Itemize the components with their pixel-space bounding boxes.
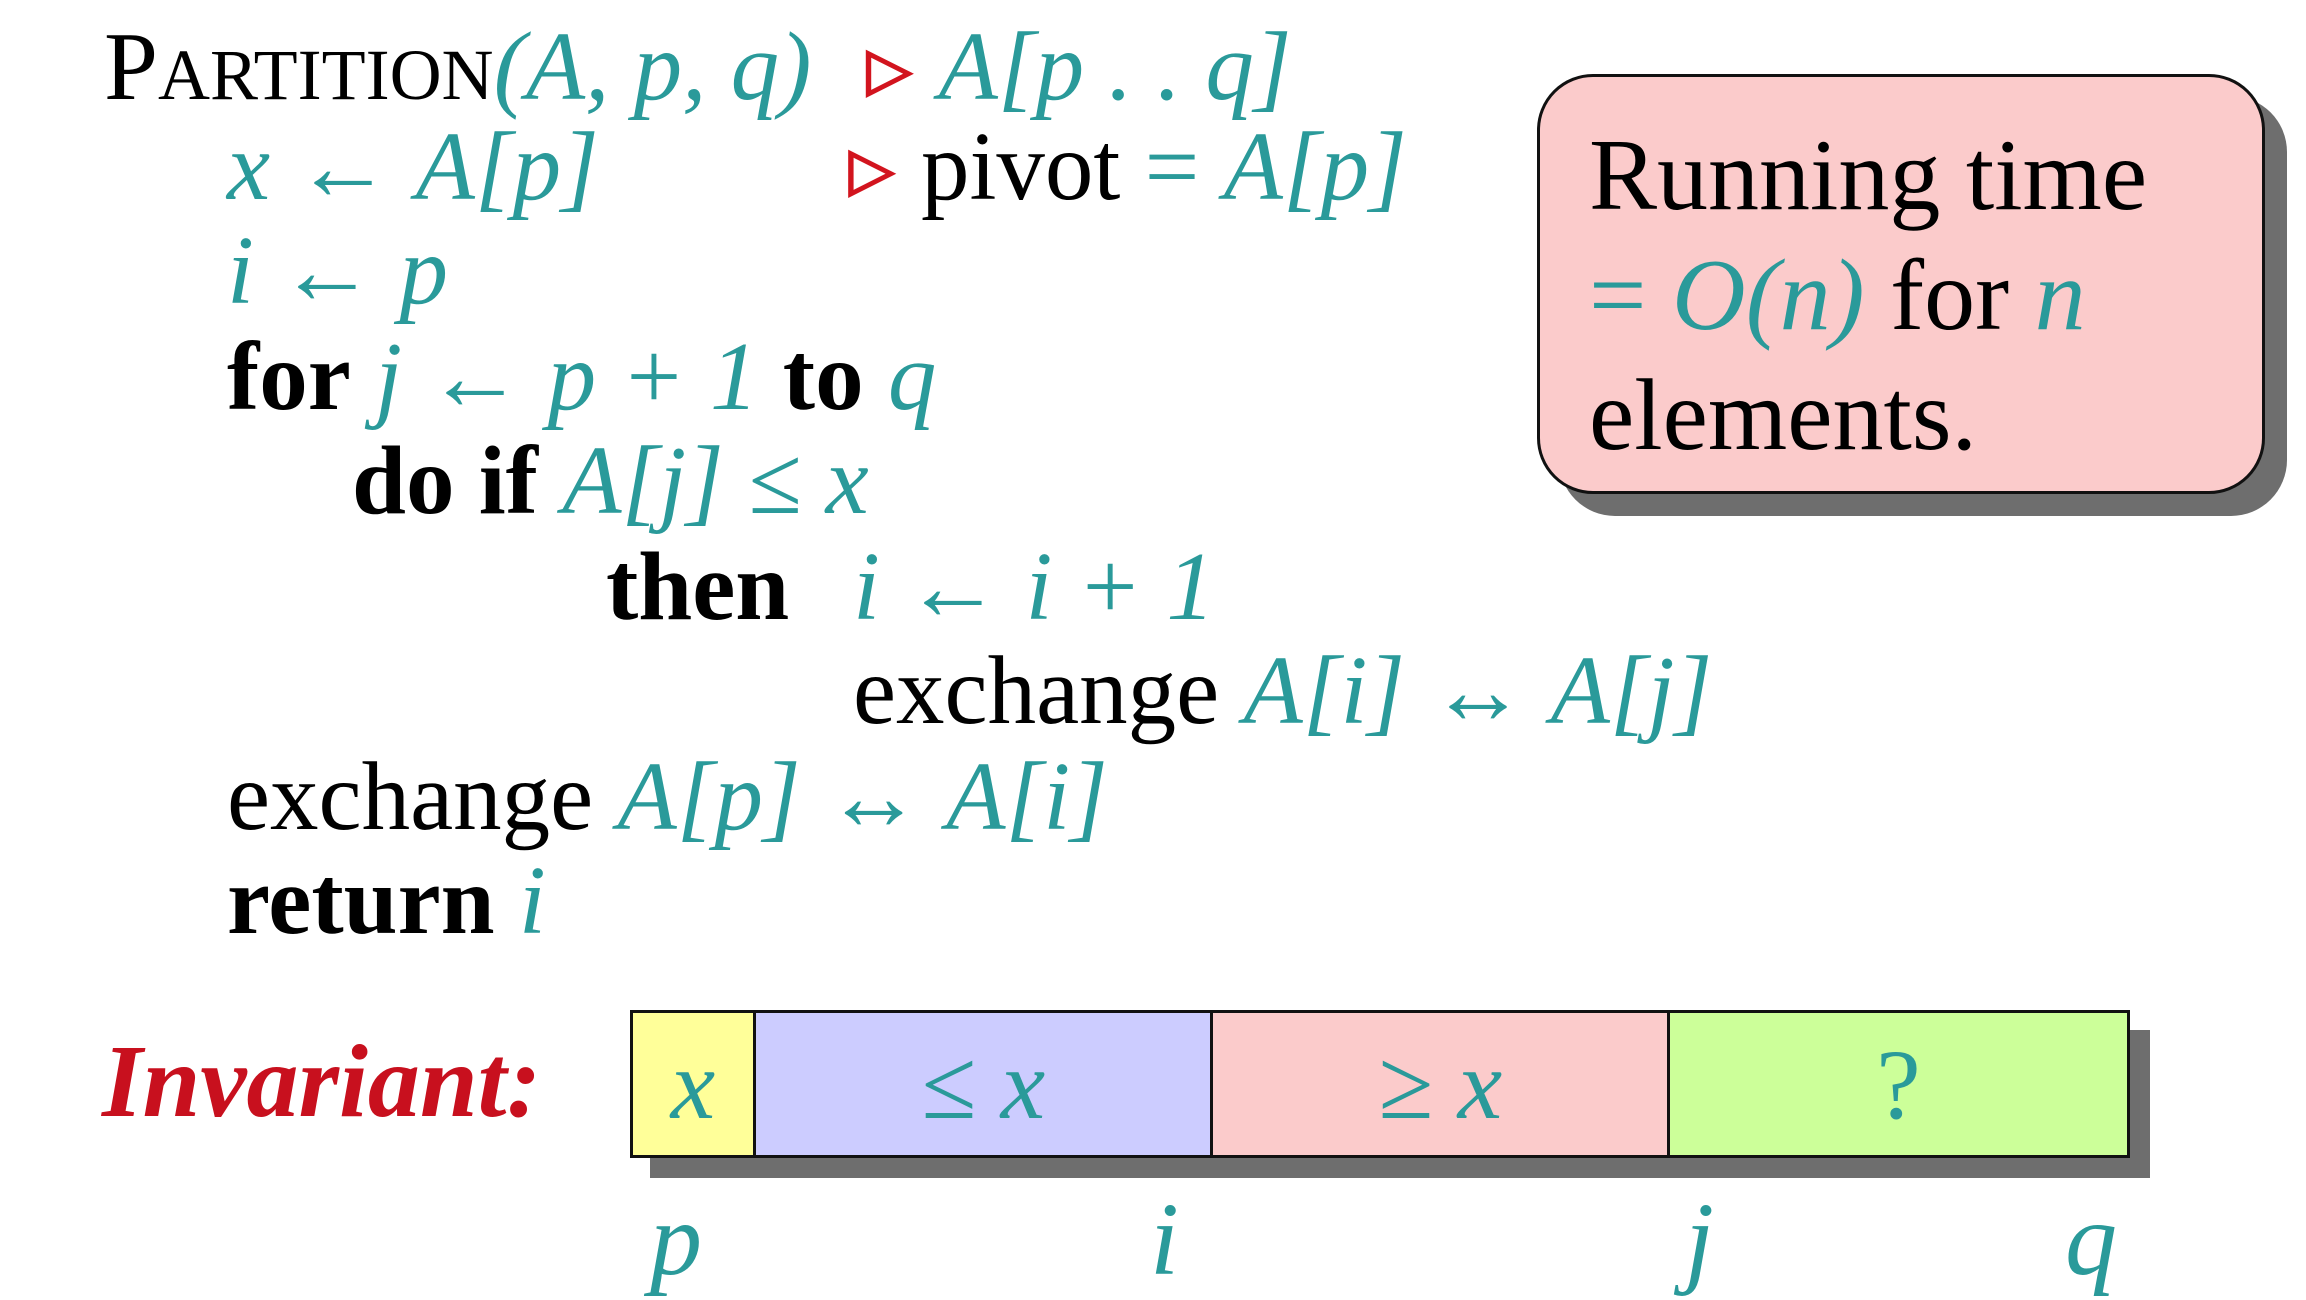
code-line-return: return i <box>227 852 546 949</box>
index-j: j <box>1685 1182 1714 1297</box>
cell-unknown: ? <box>1667 1010 2130 1158</box>
running-time-callout: Running time = O(n) for n elements. <box>1537 74 2265 494</box>
code-line-increment: i ← i + 1 <box>853 538 1215 635</box>
code-line-exchange-inner: exchange A[i] ↔ A[j] <box>853 642 1712 739</box>
running-time-line3: elements. <box>1589 359 1978 472</box>
kw-do-if: do if <box>352 427 538 534</box>
code-line-then: then <box>606 538 789 635</box>
comment-marker-icon: ▹ <box>865 13 915 120</box>
cell-greater-equal: ≥ x <box>1210 1010 1670 1158</box>
var-i: i <box>518 847 546 954</box>
var-q: q <box>887 323 937 430</box>
swap-arrow-icon: ↔ <box>1429 637 1527 744</box>
exchange-word: exchange <box>227 743 594 850</box>
arrow-left-icon: ← <box>904 533 1002 640</box>
proc-name-initial: P <box>104 13 158 120</box>
comment-marker-icon: ▹ <box>848 113 897 220</box>
swap-arrow-icon: ↔ <box>824 743 922 850</box>
kw-then: then <box>606 533 790 640</box>
var-j: j <box>375 323 403 430</box>
running-time-line2: = O(n) for n <box>1589 245 2086 347</box>
header-comment: A[p . . q] <box>938 13 1292 120</box>
index-q: q <box>2065 1182 2117 1297</box>
rt-n: n <box>2034 239 2086 352</box>
pivot-comment: ▹ pivot = A[p] <box>848 118 1407 215</box>
partition-header: PARTITION(A, p, q) ▹ A[p . . q] <box>104 18 1292 115</box>
kw-for: for <box>227 323 351 430</box>
arrow-left-icon: ← <box>294 113 392 220</box>
proc-args: (A, p, q) <box>493 13 812 120</box>
var-i: i <box>227 217 254 324</box>
index-p: p <box>650 1182 702 1297</box>
arrow-left-icon: ← <box>278 217 376 324</box>
arrow-left-icon: ← <box>426 323 524 430</box>
cell-pivot: x <box>630 1010 756 1158</box>
kw-to: to <box>782 323 864 430</box>
kw-return: return <box>227 847 495 954</box>
code-line-for: for j ← p + 1 to q <box>227 328 936 425</box>
expr-a-i: A[i] <box>1243 637 1406 744</box>
rt-for: for <box>1864 239 2035 352</box>
index-i: i <box>1150 1182 1179 1297</box>
var-x: x <box>227 113 271 220</box>
code-line-if: do if A[j] ≤ x <box>352 432 869 529</box>
expr-a-j: A[j] <box>1550 637 1713 744</box>
if-condition: A[j] ≤ x <box>562 427 869 534</box>
var-i: i <box>853 533 880 640</box>
invariant-label: Invariant: <box>102 1024 542 1139</box>
running-time-line1: Running time <box>1589 119 2148 232</box>
code-line-exchange-final: exchange A[p] ↔ A[i] <box>227 748 1108 845</box>
rt-eq: = <box>1589 239 1673 352</box>
expr-a-p: A[p] <box>617 743 801 850</box>
exchange-word: exchange <box>853 637 1220 744</box>
rt-big-o: O(n) <box>1672 239 1865 352</box>
expr-a-p: A[p] <box>415 113 599 220</box>
expr-i-plus-1: i + 1 <box>1025 533 1215 640</box>
code-line-i: i ← p <box>227 222 448 319</box>
expr-p: p <box>399 217 448 324</box>
expr-p-plus-1: p + 1 <box>547 323 759 430</box>
pivot-word: pivot <box>920 113 1121 220</box>
pivot-expr: A[p] <box>1223 113 1407 220</box>
code-line-x: x ← A[p] <box>227 118 599 215</box>
cell-less-equal: ≤ x <box>753 1010 1213 1158</box>
expr-a-i: A[i] <box>946 743 1108 850</box>
proc-name-rest: ARTITION <box>157 35 494 115</box>
pivot-eq: = <box>1120 113 1224 220</box>
